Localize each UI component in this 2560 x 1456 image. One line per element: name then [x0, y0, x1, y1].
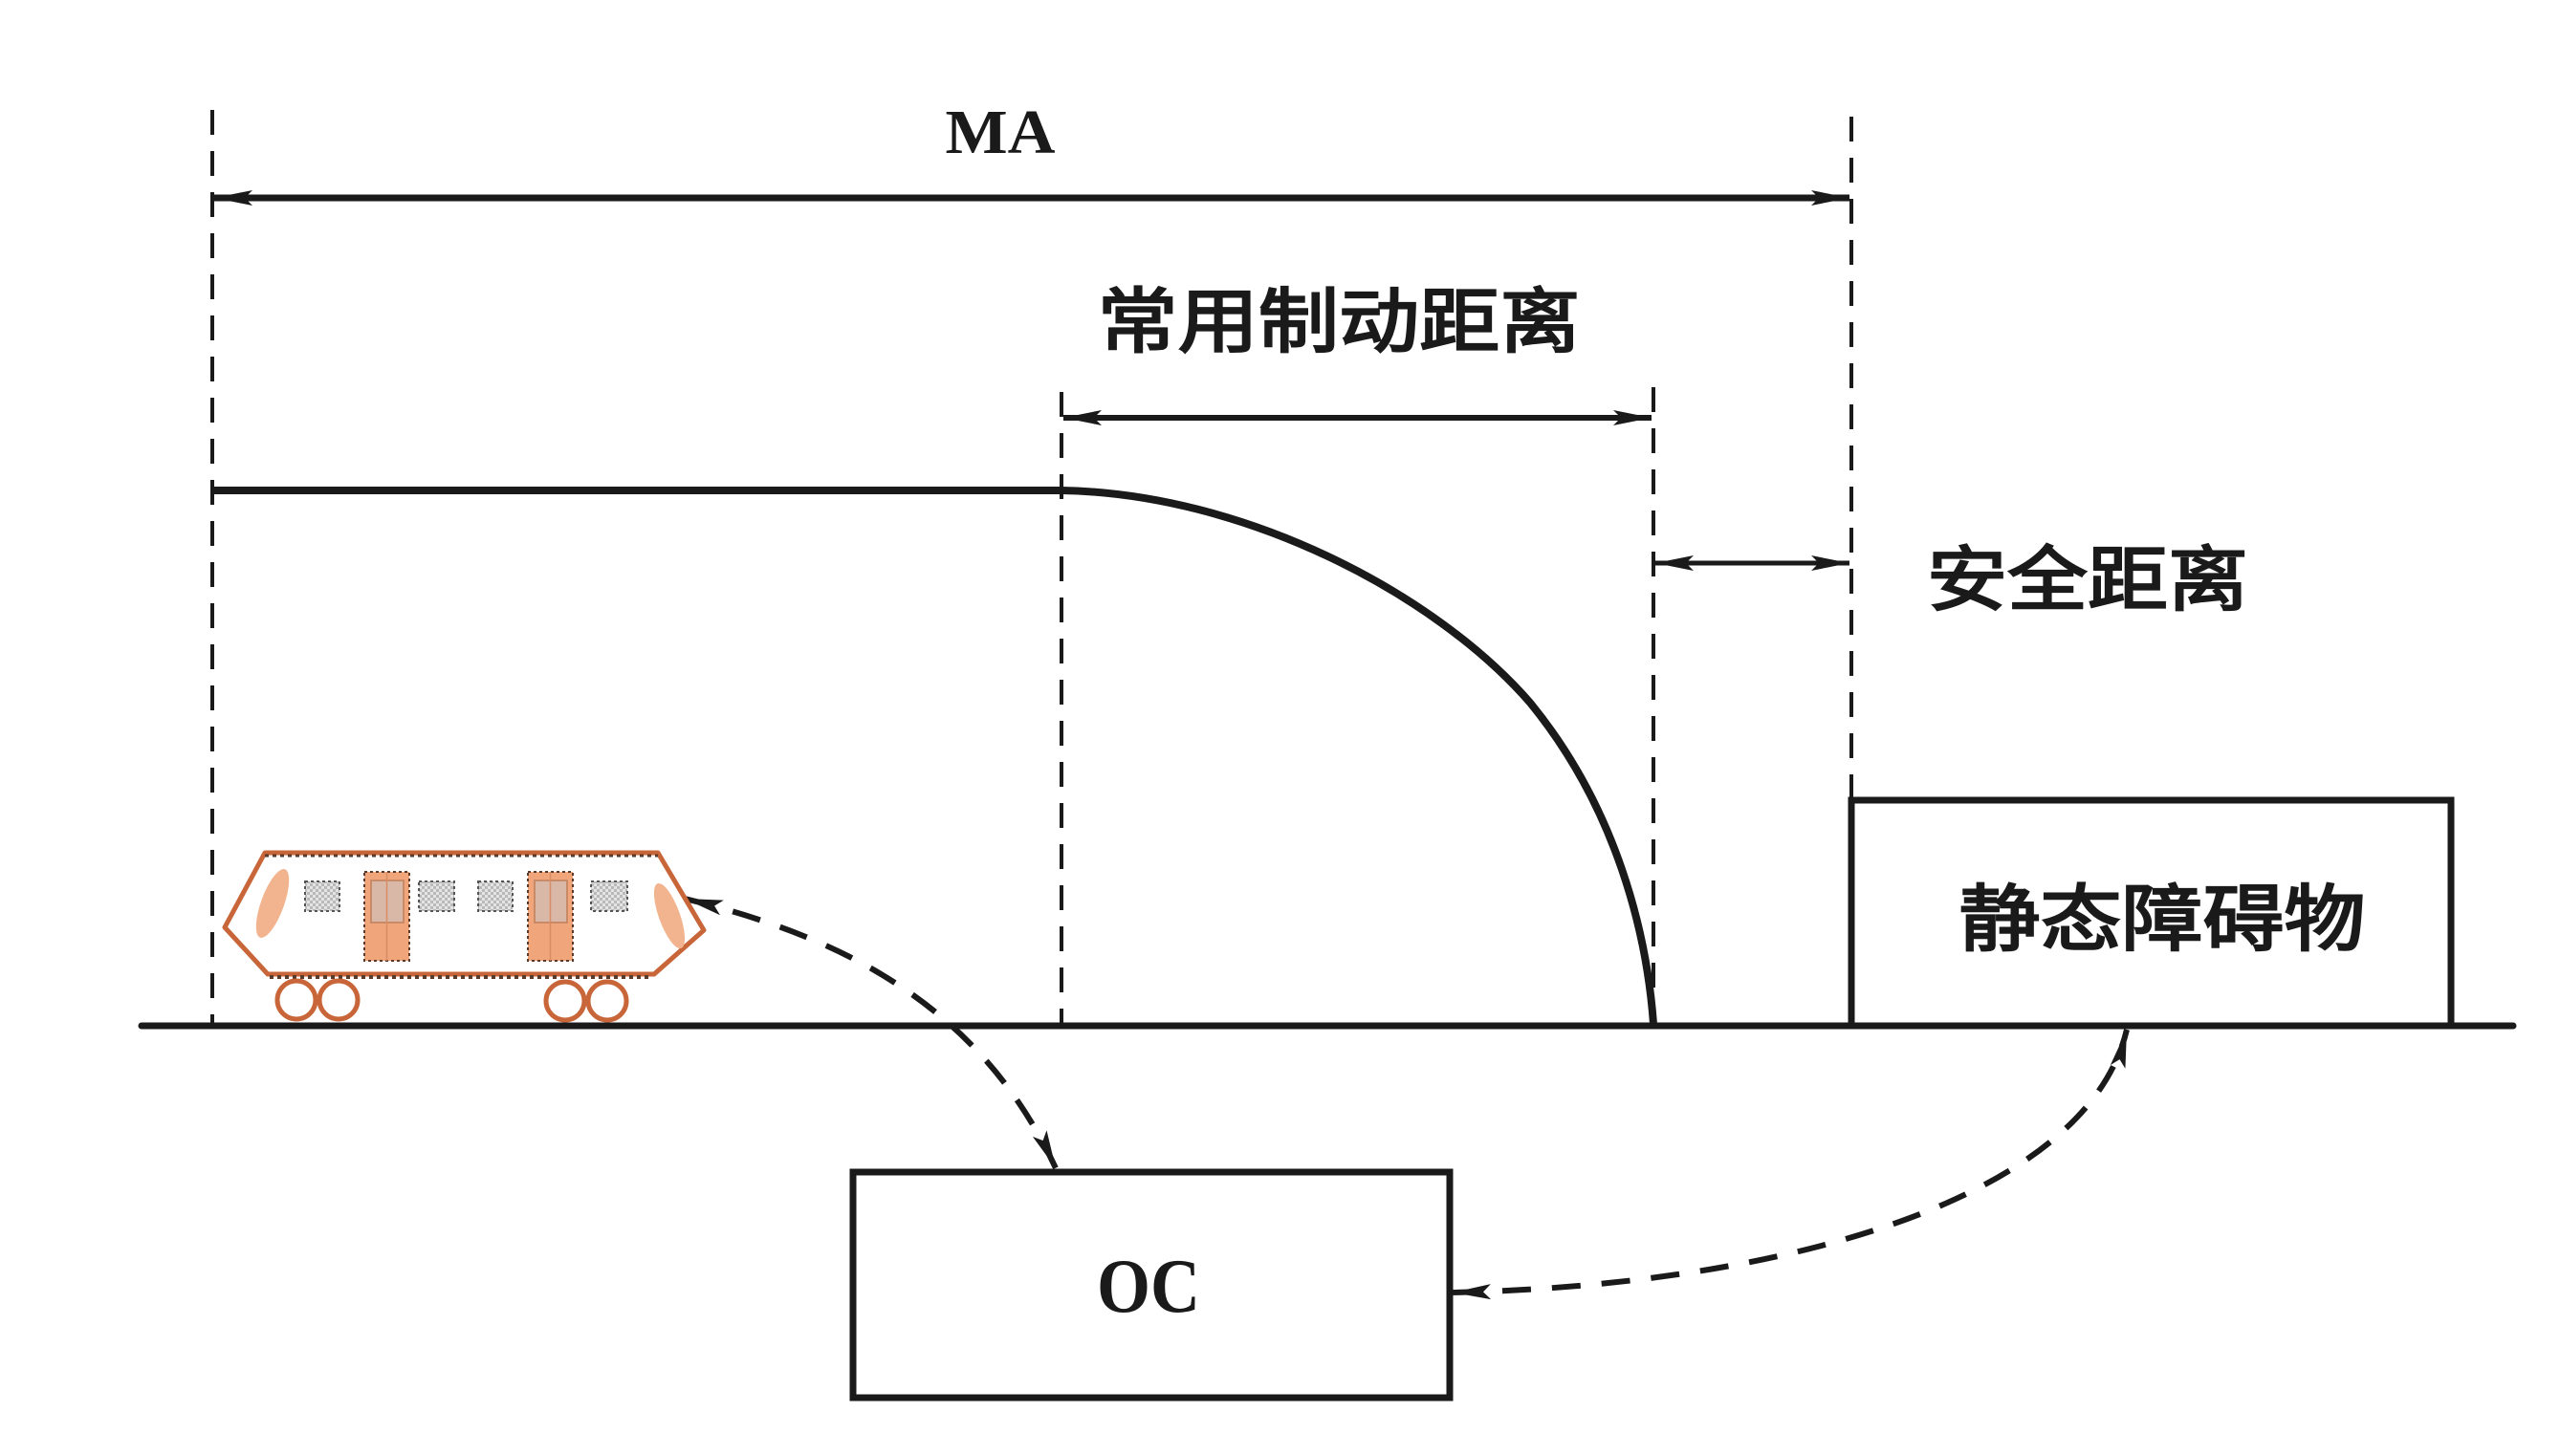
train-oc-communication-link [684, 896, 1059, 1170]
train-front-lamp-right [653, 882, 686, 949]
train-door [527, 871, 574, 962]
train-icon [222, 850, 707, 1023]
oc-unit: OC [849, 1168, 1454, 1402]
train-wheel [543, 979, 587, 1023]
train-door [363, 871, 410, 962]
obstacle-oc-communication-link [1452, 1029, 2130, 1300]
train-wheel [585, 979, 629, 1023]
ma-label: MA [946, 98, 1056, 167]
train-window [590, 880, 628, 912]
safety-distance-label: 安全距离 [1927, 539, 2248, 621]
static-obstacle-label: 静态障碍物 [1959, 877, 2366, 962]
train-wheel [317, 978, 361, 1022]
oc-box [849, 1168, 1454, 1402]
train-window [418, 880, 455, 912]
braking-curve [212, 487, 1657, 1025]
train-body [222, 850, 707, 977]
static-obstacle-box [1848, 796, 2455, 1030]
static-obstacle: 静态障碍物 [1848, 796, 2455, 1030]
train-front-lamp-left [255, 869, 290, 938]
train-window [477, 880, 514, 912]
service-brake-distance-label: 常用制动距离 [1098, 281, 1581, 363]
train-wheel [274, 978, 318, 1022]
oc-label: OC [1097, 1245, 1200, 1329]
train-window [304, 880, 340, 912]
